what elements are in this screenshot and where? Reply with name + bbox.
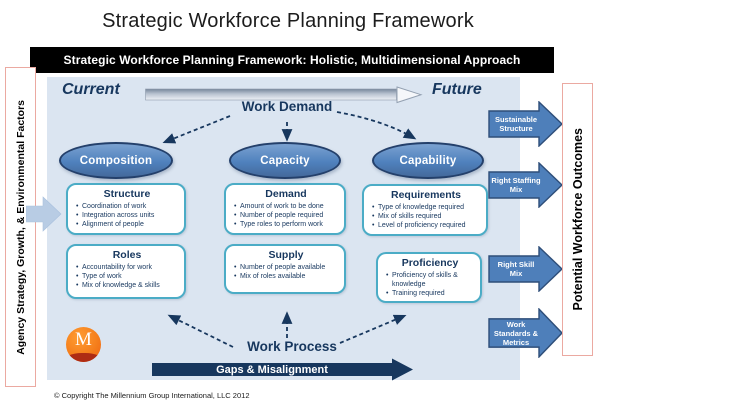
bullet-item: Amount of work to be done xyxy=(232,202,340,211)
input-arrow-icon xyxy=(26,196,62,232)
bullet-item: Coordination of work xyxy=(74,202,180,211)
right-arrow-icon xyxy=(152,358,413,381)
bullet-item: Number of people available xyxy=(232,263,340,272)
outcome-arrow-sustainable-structure: Sustainable Structure xyxy=(488,101,564,147)
logo-letter: M xyxy=(75,329,92,350)
capacity-label: Capacity xyxy=(260,154,310,167)
supply-title: Supply xyxy=(268,249,304,261)
bullet-item: Type of knowledge required xyxy=(370,203,482,212)
right-arrow-icon xyxy=(488,308,564,358)
workforce-outcomes-panel: Potential Workforce Outcomes xyxy=(562,83,593,356)
structure-title: Structure xyxy=(103,188,151,200)
capability-label: Capability xyxy=(399,154,457,167)
right-arrow-icon xyxy=(488,162,564,208)
bullet-item: Mix of knowledge & skills xyxy=(74,281,180,290)
demand-title: Demand xyxy=(265,188,307,200)
proficiency-box: Proficiency Proficiency of skills & know… xyxy=(376,252,482,303)
work-process-label: Work Process xyxy=(247,339,337,354)
bullet-item: Number of people required xyxy=(232,211,340,220)
structure-bullets: Coordination of work Integration across … xyxy=(74,202,180,229)
structure-box: Structure Coordination of work Integrati… xyxy=(66,183,186,235)
current-label: Current xyxy=(62,81,120,98)
right-arrow-icon xyxy=(488,246,564,292)
requirements-title: Requirements xyxy=(390,189,462,201)
bullet-item: Alignment of people xyxy=(74,220,180,229)
outcome-label: Sustainable Structure xyxy=(494,115,538,133)
composition-ellipse: Composition xyxy=(59,142,173,179)
copyright-text: © Copyright The Millennium Group Interna… xyxy=(54,391,250,400)
demand-box: Demand Amount of work to be done Number … xyxy=(224,183,346,235)
requirements-bullets: Type of knowledge required Mix of skills… xyxy=(370,203,482,230)
outcome-arrow-right-staffing-mix: Right Staffing Mix xyxy=(488,162,564,208)
work-demand-label: Work Demand xyxy=(241,99,333,114)
bullet-item: Type of work xyxy=(74,272,180,281)
gaps-misalignment-arrow: Gaps & Misalignment xyxy=(152,358,414,381)
logo-ground-shape xyxy=(66,353,101,362)
composition-label: Composition xyxy=(79,154,153,167)
outcome-label: Work Standards & Metrics xyxy=(493,319,539,347)
bullet-item: Type roles to perform work xyxy=(232,220,340,229)
banner: Strategic Workforce Planning Framework: … xyxy=(30,47,554,73)
bullet-item: Proficiency of skills & knowledge xyxy=(384,271,476,289)
roles-bullets: Accountability for work Type of work Mix… xyxy=(74,263,180,290)
bullet-item: Mix of skills required xyxy=(370,212,482,221)
outcome-label: Right Staffing Mix xyxy=(491,176,541,194)
future-label: Future xyxy=(432,81,482,98)
workforce-outcomes-label: Potential Workforce Outcomes xyxy=(570,128,585,311)
gaps-label: Gaps & Misalignment xyxy=(216,363,328,376)
supply-box: Supply Number of people available Mix of… xyxy=(224,244,346,294)
capacity-ellipse: Capacity xyxy=(229,142,341,179)
supply-bullets: Number of people available Mix of roles … xyxy=(232,263,340,281)
current-to-future-arrow-icon xyxy=(145,86,423,104)
agency-factors-panel: Agency Strategy, Growth, & Environmental… xyxy=(5,67,36,387)
proficiency-bullets: Proficiency of skills & knowledge Traini… xyxy=(384,271,476,298)
agency-factors-label: Agency Strategy, Growth, & Environmental… xyxy=(14,99,27,355)
page-title: Strategic Workforce Planning Framework xyxy=(102,10,474,32)
bullet-item: Accountability for work xyxy=(74,263,180,272)
outcome-arrow-work-standards-metrics: Work Standards & Metrics xyxy=(488,308,564,358)
bullet-item: Training required xyxy=(384,289,476,298)
outcome-arrow-right-skill-mix: Right Skill Mix xyxy=(488,246,564,292)
roles-title: Roles xyxy=(112,249,142,261)
bullet-item: Integration across units xyxy=(74,211,180,220)
millennium-group-logo: M xyxy=(66,327,101,362)
outcome-label: Right Skill Mix xyxy=(497,260,535,278)
proficiency-title: Proficiency xyxy=(401,257,459,269)
demand-bullets: Amount of work to be done Number of peop… xyxy=(232,202,340,229)
requirements-box: Requirements Type of knowledge required … xyxy=(362,184,488,236)
capability-ellipse: Capability xyxy=(372,142,484,179)
right-arrow-icon xyxy=(488,101,564,147)
roles-box: Roles Accountability for work Type of wo… xyxy=(66,244,186,299)
bullet-item: Mix of roles available xyxy=(232,272,340,281)
bullet-item: Level of proficiency required xyxy=(370,221,482,230)
